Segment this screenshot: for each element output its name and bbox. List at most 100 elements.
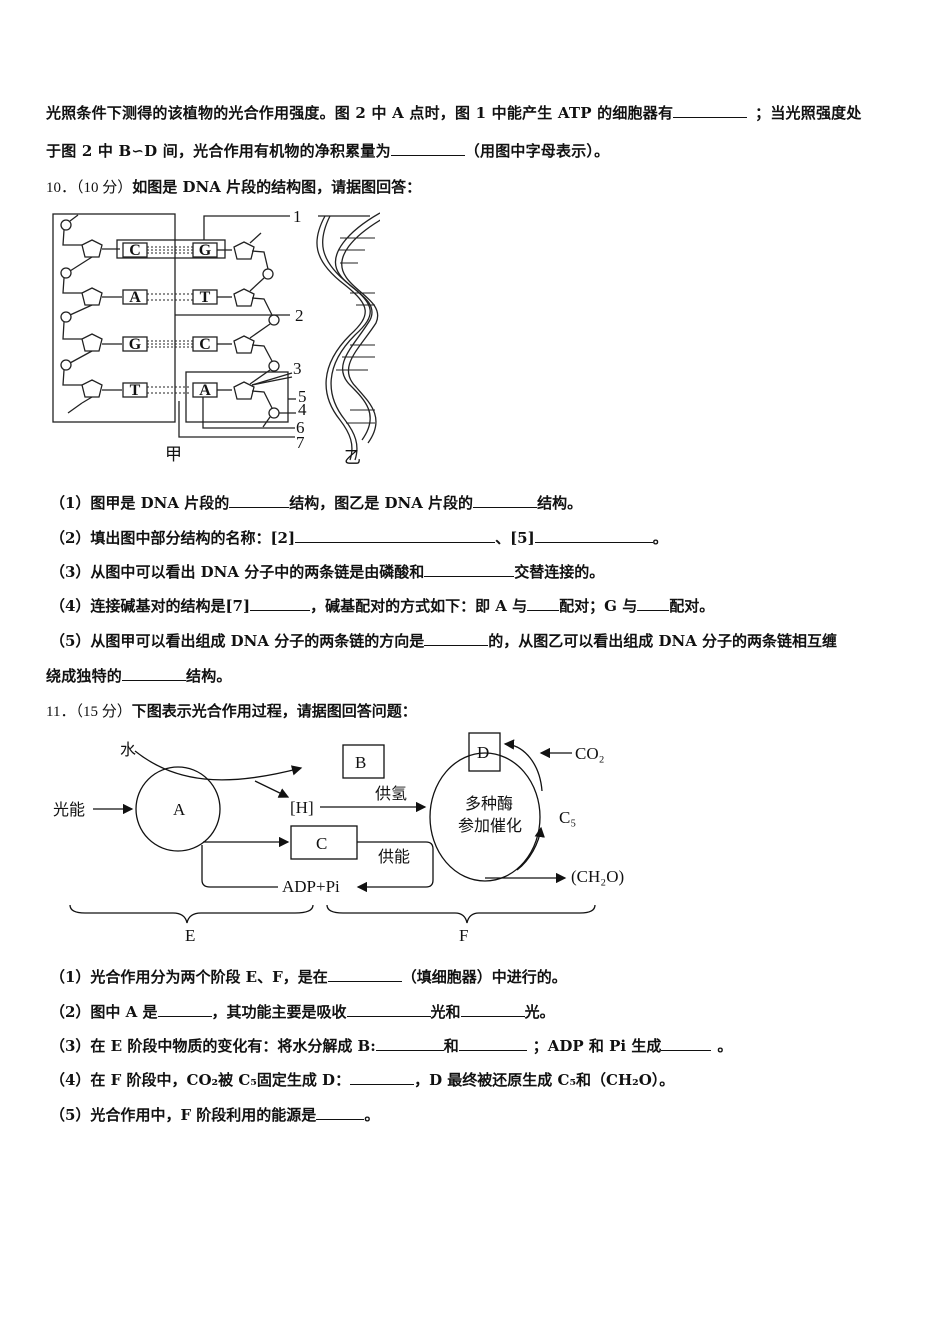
q10-sub-2: （2）填出图中部分结构的名称：[2] 、[5] 。	[50, 527, 668, 548]
question-prompt: 下图表示光合作用过程，请据图回答问题：	[131, 702, 417, 720]
sub-text: 。	[652, 529, 668, 547]
sub-text: 和	[443, 1037, 459, 1055]
sub-text: 光。	[524, 1003, 555, 1021]
question-11-header: 11．（15 分）下图表示光合作用过程，请据图回答问题：	[46, 700, 417, 721]
photosynthesis-figure: A B C D [H] ADP+Pi CO₂ C₅ (CH₂O) E F 水 光…	[53, 732, 624, 945]
right-base-2: T	[200, 289, 211, 306]
sub-text: 的，从图乙可以看出组成 DNA 分子的两条链相互缠	[488, 632, 838, 650]
answer-blank[interactable]	[375, 1036, 444, 1051]
sub-text: （3）从图中可以看出 DNA 分子中的两条链是由磷酸和	[50, 563, 425, 581]
question-number: 10．	[46, 180, 77, 196]
intro-text: 于图 2 中 B∽D 间，光合作用有机物的净积累量为	[46, 142, 391, 160]
sub-text: 、[5]	[495, 529, 535, 547]
dna-structure-figure: C A G T G T C A 1 2 3 4 5 6 7 甲 乙	[52, 207, 380, 467]
label-c5: C₅	[559, 808, 576, 827]
callout-6: 6	[296, 418, 305, 437]
q11-sub-5: （5）光合作用中，F 阶段利用的能源是 。	[50, 1104, 379, 1125]
answer-blank[interactable]	[250, 596, 311, 611]
label-A: A	[173, 800, 186, 819]
label-enzyme-1: 多种酶	[465, 795, 513, 813]
left-base-1: C	[129, 242, 141, 259]
q10-sub-4: （4）连接碱基对的结构是[7]，碱基配对的方式如下：即 A 与配对；G 与配对。	[50, 595, 714, 616]
intro-text: ；当光照强度处	[755, 104, 862, 122]
q10-sub-5: （5）从图甲可以看出组成 DNA 分子的两条链的方向是 的，从图乙可以看出组成 D…	[50, 630, 837, 651]
answer-blank[interactable]	[316, 1105, 365, 1120]
label-C: C	[316, 834, 327, 853]
label-supply-h: 供氢	[375, 785, 407, 803]
question-points: （10 分）	[76, 180, 133, 196]
right-base-3: C	[199, 336, 211, 353]
q10-sub-1: （1）图甲是 DNA 片段的结构，图乙是 DNA 片段的结构。	[50, 492, 582, 513]
answer-blank[interactable]	[122, 666, 187, 681]
question-number: 11．	[46, 704, 76, 720]
answer-blank[interactable]	[424, 631, 489, 646]
label-B: B	[355, 753, 366, 772]
callout-7: 7	[296, 433, 305, 452]
left-base-4: T	[130, 382, 141, 399]
q11-sub-4: （4）在 F 阶段中，CO₂被 C₅固定生成 D： ，D 最终被还原生成 C₅和（…	[50, 1069, 674, 1090]
answer-blank[interactable]	[390, 141, 465, 156]
intro-line-1: 光照条件下测得的该植物的光合作用强度。图 2 中 A 点时，图 1 中能产生 A…	[46, 102, 862, 123]
q10-sub-3: （3）从图中可以看出 DNA 分子中的两条链是由磷酸和交替连接的。	[50, 561, 604, 582]
intro-text: （用图中字母表示）。	[464, 142, 610, 160]
answer-blank[interactable]	[460, 1002, 525, 1017]
label-supply-energy: 供能	[378, 848, 410, 866]
sub-text: 。	[364, 1106, 380, 1124]
answer-blank[interactable]	[157, 1002, 212, 1017]
q11-sub-2: （2）图中 A 是 ，其功能主要是吸收 光和 光。	[50, 1001, 555, 1022]
answer-blank[interactable]	[637, 596, 670, 611]
question-points: （15 分）	[75, 704, 132, 720]
sub-text: （1）光合作用分为两个阶段 E、F，是在	[50, 968, 328, 986]
answer-blank[interactable]	[346, 1002, 431, 1017]
sub-text: ，其功能主要是吸收	[211, 1003, 347, 1021]
q11-sub-1: （1）光合作用分为两个阶段 E、F，是在（填细胞器）中进行的。	[50, 966, 567, 987]
sub-text: 配对。	[669, 597, 715, 615]
sub-text: 光和	[430, 1003, 461, 1021]
sub-text: （5）从图甲可以看出组成 DNA 分子的两条链的方向是	[50, 632, 425, 650]
label-jia: 甲	[165, 445, 182, 464]
sub-text: 。	[717, 1037, 733, 1055]
sub-text: （2）填出图中部分结构的名称：[2]	[50, 529, 296, 547]
answer-blank[interactable]	[473, 493, 538, 508]
sub-text: 结构。	[186, 667, 232, 685]
sub-text: ，D 最终被还原生成 C₅和（CH₂O）。	[414, 1071, 675, 1089]
intro-line-2: 于图 2 中 B∽D 间，光合作用有机物的净积累量为 （用图中字母表示）。	[46, 140, 609, 161]
label-water: 水	[120, 741, 136, 759]
answer-blank[interactable]	[458, 1036, 527, 1051]
callout-1: 1	[293, 207, 302, 226]
callout-2: 2	[295, 306, 304, 325]
answer-blank[interactable]	[661, 1036, 712, 1051]
sub-text: （1）图甲是 DNA 片段的	[50, 494, 230, 512]
left-base-2: A	[129, 289, 141, 306]
intro-text: 光照条件下测得的该植物的光合作用强度。图 2 中 A 点时，图 1 中能产生 A…	[46, 104, 674, 122]
label-light: 光能	[53, 801, 85, 819]
sub-text: （4）在 F 阶段中，CO₂被 C₅固定生成 D：	[50, 1071, 351, 1089]
right-base-1: G	[199, 242, 212, 259]
sub-text: ，碱基配对的方式如下：即 A 与	[310, 597, 528, 615]
callout-5: 5	[298, 387, 307, 406]
question-prompt: 如图是 DNA 片段的结构图，请据图回答：	[132, 178, 422, 196]
left-base-3: G	[129, 336, 142, 353]
sub-text: （5）光合作用中，F 阶段利用的能源是	[50, 1106, 317, 1124]
callout-3: 3	[293, 359, 302, 378]
answer-blank[interactable]	[534, 528, 653, 543]
answer-blank[interactable]	[527, 596, 560, 611]
q11-sub-3: （3）在 E 阶段中物质的变化有：将水分解成 B: 和 ；ADP 和 Pi 生成 。	[50, 1035, 732, 1056]
sub-text: ；ADP 和 Pi 生成	[532, 1037, 662, 1055]
label-yi: 乙	[344, 448, 361, 467]
label-E: E	[185, 926, 195, 945]
callout-4: 4	[298, 400, 307, 419]
sub-text: （2）图中 A 是	[50, 1003, 158, 1021]
label-D: D	[477, 743, 489, 762]
answer-blank[interactable]	[673, 103, 748, 118]
answer-blank[interactable]	[229, 493, 290, 508]
label-F: F	[459, 926, 468, 945]
answer-blank[interactable]	[295, 528, 496, 543]
answer-blank[interactable]	[350, 1070, 415, 1085]
answer-blank[interactable]	[327, 967, 402, 982]
label-co2: CO₂	[575, 744, 605, 763]
sub-text: （4）连接碱基对的结构是[7]	[50, 597, 251, 615]
sub-text: （3）在 E 阶段中物质的变化有：将水分解成 B:	[50, 1037, 376, 1055]
answer-blank[interactable]	[424, 562, 515, 577]
right-base-4: A	[199, 382, 211, 399]
